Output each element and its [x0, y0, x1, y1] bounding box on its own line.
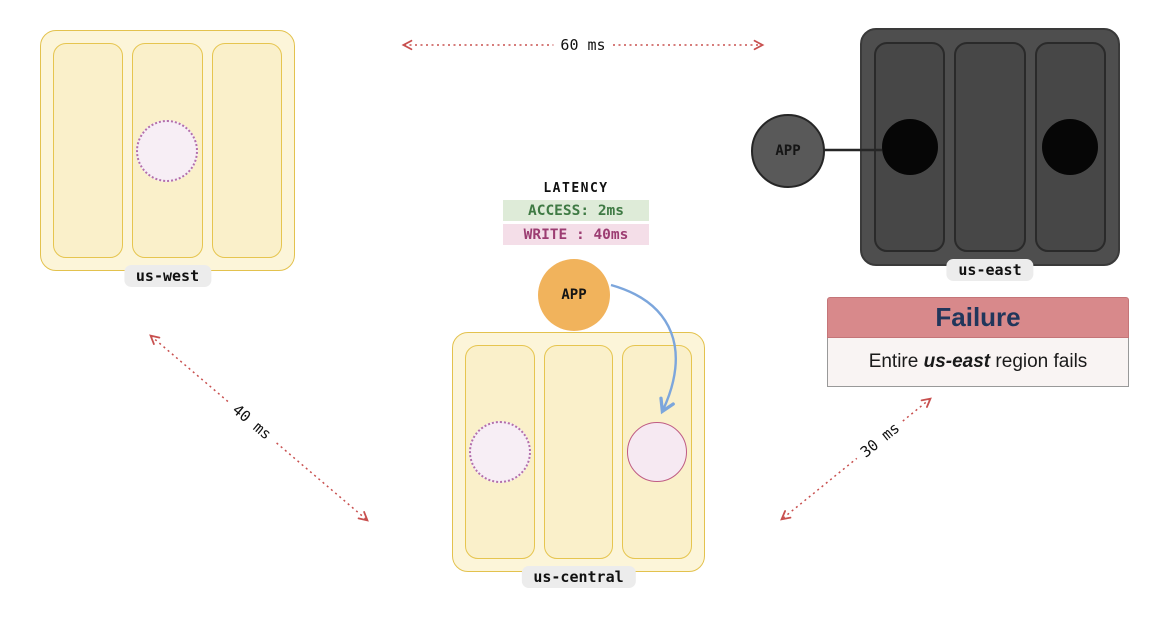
- app-node-east-label: APP: [775, 143, 801, 159]
- zone-us-west-1: [53, 43, 124, 258]
- replica-black-circle-east-1: [881, 119, 938, 175]
- failure-card-title: Failure: [827, 297, 1129, 338]
- zone-us-west-3: [211, 43, 282, 258]
- zone-us-east-2: [954, 42, 1026, 252]
- latency-arrow-east-central: [780, 397, 932, 521]
- latency-access-row: ACCESS: 2ms: [503, 200, 649, 221]
- replica-pink-circle-central: [627, 422, 688, 482]
- failure-card-body: Entire us-east region fails: [827, 338, 1129, 387]
- latency-label-west-east: 60 ms: [553, 36, 613, 54]
- app-node-central-label: APP: [561, 287, 587, 303]
- zones-us-west: [53, 43, 282, 258]
- replica-dotted-circle-central: [468, 421, 531, 483]
- region-label-us-east: us-east: [946, 259, 1034, 281]
- zone-us-central-1: [465, 345, 535, 559]
- app-node-east: APP: [751, 114, 825, 188]
- latency-label-west-central: 40 ms: [223, 396, 281, 448]
- zones-us-east: [874, 42, 1106, 252]
- zones-us-central: [465, 345, 693, 559]
- region-us-central: us-central: [452, 332, 705, 588]
- region-label-us-west: us-west: [123, 265, 212, 287]
- zone-us-east-1: [874, 42, 946, 252]
- region-us-east: us-east: [860, 28, 1120, 281]
- region-label-us-central: us-central: [521, 566, 636, 588]
- failure-card: Failure Entire us-east region fails: [827, 297, 1129, 387]
- replica-black-circle-east-2: [1042, 119, 1099, 175]
- failure-text-prefix: Entire: [868, 351, 924, 372]
- zone-us-east-3: [1034, 42, 1106, 252]
- replica-dotted-circle-west: [136, 119, 199, 182]
- latency-panel: LATENCY ACCESS: 2ms WRITE : 40ms: [503, 181, 649, 245]
- zone-us-west-2: [132, 43, 203, 258]
- zone-us-central-2: [543, 345, 614, 559]
- latency-panel-title: LATENCY: [543, 181, 609, 196]
- latency-label-east-central: 30 ms: [851, 414, 909, 466]
- failure-text-suffix: region fails: [990, 351, 1088, 372]
- app-node-central: APP: [538, 259, 610, 331]
- region-us-west: us-west: [40, 30, 295, 287]
- failure-text-emphasis: us-east: [923, 351, 991, 372]
- latency-write-row: WRITE : 40ms: [503, 224, 649, 245]
- zone-us-central-3: [622, 345, 693, 559]
